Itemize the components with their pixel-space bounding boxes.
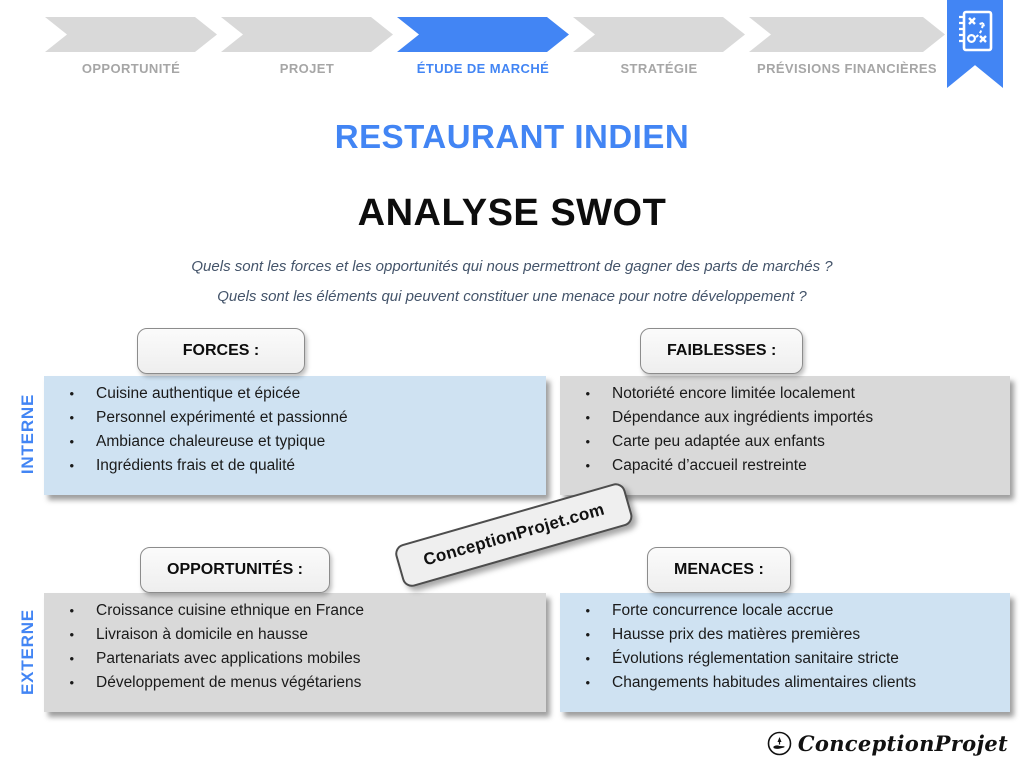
opportunites-header: OPPORTUNITÉS : xyxy=(140,547,331,593)
step-opportunite[interactable]: OPPORTUNITÉ xyxy=(45,17,217,76)
watermark-badge: ConceptionProjet.com xyxy=(392,480,636,590)
faiblesses-list: •Notoriété encore limitée localement •Dé… xyxy=(560,385,1010,481)
footer-logo-text: ConceptionProjet xyxy=(797,731,1008,756)
list-item: •Carte peu adaptée aux enfants xyxy=(560,433,1010,457)
list-item: •Notoriété encore limitée localement xyxy=(560,385,1010,409)
step-projet[interactable]: PROJET xyxy=(221,17,393,76)
chevron-arrow-icon xyxy=(573,17,745,52)
interne-label: INTERNE xyxy=(18,393,37,475)
bullet-icon: • xyxy=(69,603,74,618)
externe-label: EXTERNE xyxy=(18,609,37,695)
list-item: •Hausse prix des matières premières xyxy=(560,626,1010,650)
list-item: •Partenariats avec applications mobiles xyxy=(44,650,546,674)
bullet-icon: • xyxy=(585,386,590,401)
bullet-icon: • xyxy=(585,434,590,449)
list-item: •Cuisine authentique et épicée xyxy=(44,385,546,409)
menaces-list: •Forte concurrence locale accrue •Hausse… xyxy=(560,602,1010,698)
list-item: •Personnel expérimenté et passionné xyxy=(44,409,546,433)
menaces-header: MENACES : xyxy=(647,547,791,593)
footer-logo: ConceptionProjet xyxy=(767,731,1008,756)
opportunites-list: •Croissance cuisine ethnique en France •… xyxy=(44,602,546,698)
list-item: •Ambiance chaleureuse et typique xyxy=(44,433,546,457)
step-label: PROJET xyxy=(279,61,335,76)
bullet-icon: • xyxy=(585,675,590,690)
step-label: STRATÉGIE xyxy=(620,61,698,76)
bullet-icon: • xyxy=(585,627,590,642)
forces-list: •Cuisine authentique et épicée •Personne… xyxy=(44,385,546,481)
bullet-icon: • xyxy=(585,651,590,666)
list-item: •Forte concurrence locale accrue xyxy=(560,602,1010,626)
bullet-icon: • xyxy=(585,603,590,618)
list-item: •Ingrédients frais et de qualité xyxy=(44,457,546,481)
step-strategie[interactable]: STRATÉGIE xyxy=(573,17,745,76)
bullet-icon: • xyxy=(69,434,74,449)
step-etude-de-marche[interactable]: ÉTUDE DE MARCHÉ xyxy=(397,17,569,76)
menaces-quadrant: •Forte concurrence locale accrue •Hausse… xyxy=(560,593,1010,712)
opportunites-quadrant: •Croissance cuisine ethnique en France •… xyxy=(44,593,546,712)
hand-logo-icon xyxy=(767,731,792,756)
faiblesses-quadrant: •Notoriété encore limitée localement •Dé… xyxy=(560,376,1010,495)
bullet-icon: • xyxy=(585,458,590,473)
section-title: ANALYSE SWOT xyxy=(357,192,667,234)
intro-question-1: Quels sont les forces et les opportunité… xyxy=(191,258,833,275)
list-item: •Développement de menus végétariens xyxy=(44,674,546,698)
forces-quadrant: •Cuisine authentique et épicée •Personne… xyxy=(44,376,546,495)
chevron-arrow-icon xyxy=(221,17,393,52)
faiblesses-header: FAIBLESSES : xyxy=(640,328,804,374)
step-label: ÉTUDE DE MARCHÉ xyxy=(416,61,550,76)
chevron-arrow-icon xyxy=(45,17,217,52)
step-previsions-financieres[interactable]: PRÉVISIONS FINANCIÈRES xyxy=(749,17,945,76)
forces-header: FORCES : xyxy=(137,328,305,374)
list-item: •Changements habitudes alimentaires clie… xyxy=(560,674,1010,698)
bullet-icon: • xyxy=(69,651,74,666)
bullet-icon: • xyxy=(69,410,74,425)
intro-question-2: Quels sont les éléments qui peuvent cons… xyxy=(217,288,807,305)
chevron-arrow-icon xyxy=(397,17,569,52)
chevron-arrow-icon xyxy=(749,17,945,52)
list-item: •Livraison à domicile en hausse xyxy=(44,626,546,650)
step-label: PRÉVISIONS FINANCIÈRES xyxy=(757,61,937,76)
bullet-icon: • xyxy=(69,675,74,690)
bullet-icon: • xyxy=(69,627,74,642)
strategy-bookmark xyxy=(947,0,1003,88)
page-title: RESTAURANT INDIEN xyxy=(334,118,690,155)
list-item: •Croissance cuisine ethnique en France xyxy=(44,602,546,626)
bullet-icon: • xyxy=(69,386,74,401)
step-label: OPPORTUNITÉ xyxy=(81,61,181,76)
process-breadcrumb: OPPORTUNITÉ PROJET ÉTUDE DE MARCHÉ STRAT… xyxy=(45,17,945,76)
list-item: •Évolutions réglementation sanitaire str… xyxy=(560,650,1010,674)
list-item: •Capacité d’accueil restreinte xyxy=(560,457,1010,481)
list-item: •Dépendance aux ingrédients importés xyxy=(560,409,1010,433)
strategy-notebook-icon xyxy=(959,10,993,52)
bullet-icon: • xyxy=(585,410,590,425)
bullet-icon: • xyxy=(69,458,74,473)
